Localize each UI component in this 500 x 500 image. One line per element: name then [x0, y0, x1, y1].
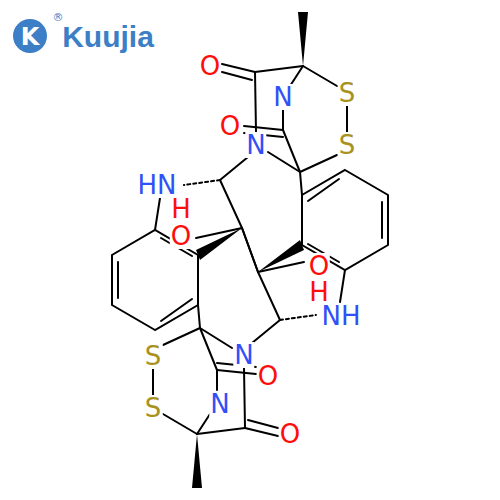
atom-label: NH	[321, 303, 362, 329]
logo-circle	[13, 19, 47, 53]
atom-label: S	[338, 80, 357, 106]
atom-label: O	[199, 53, 221, 79]
atom-label: O	[308, 253, 330, 279]
registered-mark: ®	[52, 12, 65, 23]
molecule-half	[155, 12, 388, 272]
atom-label: O	[170, 223, 192, 249]
brand-watermark: Kuujia	[61, 22, 155, 52]
atom-label: H	[170, 196, 192, 222]
atom-label: S	[144, 343, 163, 369]
atom-label: N	[209, 391, 230, 417]
atom-label: N	[272, 84, 293, 110]
atom-label: N	[233, 342, 254, 368]
atom-label: N	[245, 132, 266, 158]
logo-letter: K	[20, 25, 41, 49]
atom-label: S	[338, 132, 357, 158]
atom-label: H	[308, 279, 330, 305]
atom-label: O	[219, 113, 241, 139]
atom-label: HN	[137, 172, 178, 198]
atom-label: O	[279, 421, 301, 447]
atom-label: O	[257, 363, 279, 389]
atom-label: S	[144, 395, 163, 421]
